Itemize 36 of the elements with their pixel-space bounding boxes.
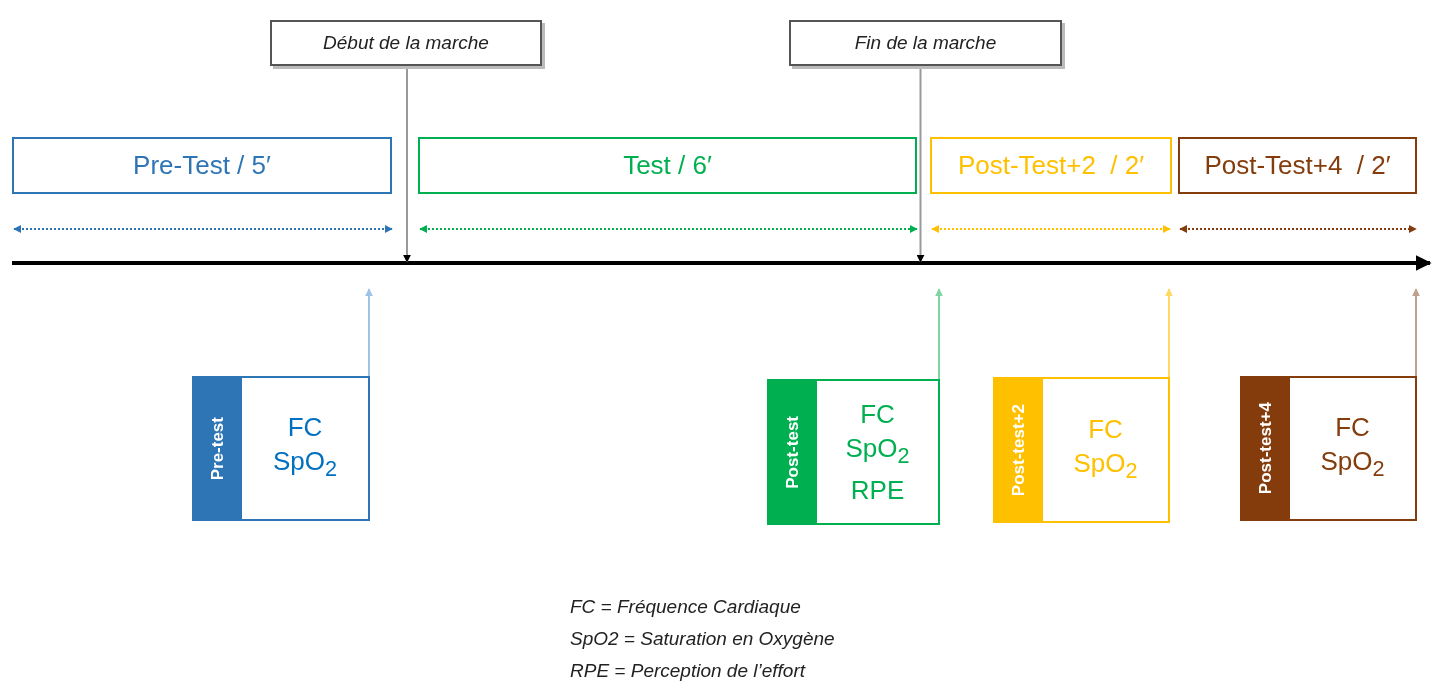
phase-label: Post-Test+4 / 2′ bbox=[1204, 150, 1391, 181]
legend-note: FC = Fréquence Cardiaque bbox=[570, 596, 801, 618]
phase-tab: Post-test+2 bbox=[995, 379, 1043, 521]
measure-text: SpO$_{2}$ bbox=[1320, 445, 1385, 484]
arrow bbox=[1165, 288, 1173, 378]
phase-label: Pre-Test / 5′ bbox=[133, 150, 271, 181]
measurement-card bbox=[993, 377, 1170, 523]
measurement-card bbox=[192, 376, 370, 521]
measure-text: SpO$_{2}$ bbox=[845, 431, 910, 471]
measurement-card bbox=[767, 379, 940, 525]
arrow bbox=[1412, 288, 1420, 377]
measure-text: SpO$_{2}$ bbox=[272, 445, 338, 484]
phase-box bbox=[1178, 137, 1417, 194]
event-box bbox=[789, 20, 1062, 66]
phase-tab: Post-test bbox=[769, 381, 817, 523]
event-label: Fin de la marche bbox=[854, 32, 997, 54]
phase-label: Test / 6′ bbox=[623, 150, 712, 181]
phase-tab: Post-test+4 bbox=[1242, 378, 1290, 519]
phase-tab: Pre-test bbox=[194, 378, 242, 519]
measurement-card bbox=[1240, 376, 1417, 521]
measure-text: RPE bbox=[850, 474, 905, 508]
measure-text: FC bbox=[860, 397, 895, 431]
phase-box bbox=[12, 137, 392, 194]
phase-box bbox=[930, 137, 1172, 194]
measure-text: FC bbox=[1088, 412, 1123, 446]
measure-text: SpO$_{2}$ bbox=[1073, 446, 1138, 486]
phase-box bbox=[418, 137, 917, 194]
measure-text: FC bbox=[287, 411, 323, 445]
legend-note: RPE = Perception de l’effort bbox=[570, 660, 805, 682]
arrow bbox=[365, 288, 373, 377]
legend-note: SpO2 = Saturation en Oxygène bbox=[570, 628, 835, 650]
measure-text: FC bbox=[1335, 411, 1370, 445]
arrow bbox=[935, 288, 943, 380]
phase-label: Post-Test+2 / 2′ bbox=[957, 150, 1145, 181]
event-label: Début de la marche bbox=[323, 32, 489, 54]
event-box bbox=[270, 20, 542, 66]
